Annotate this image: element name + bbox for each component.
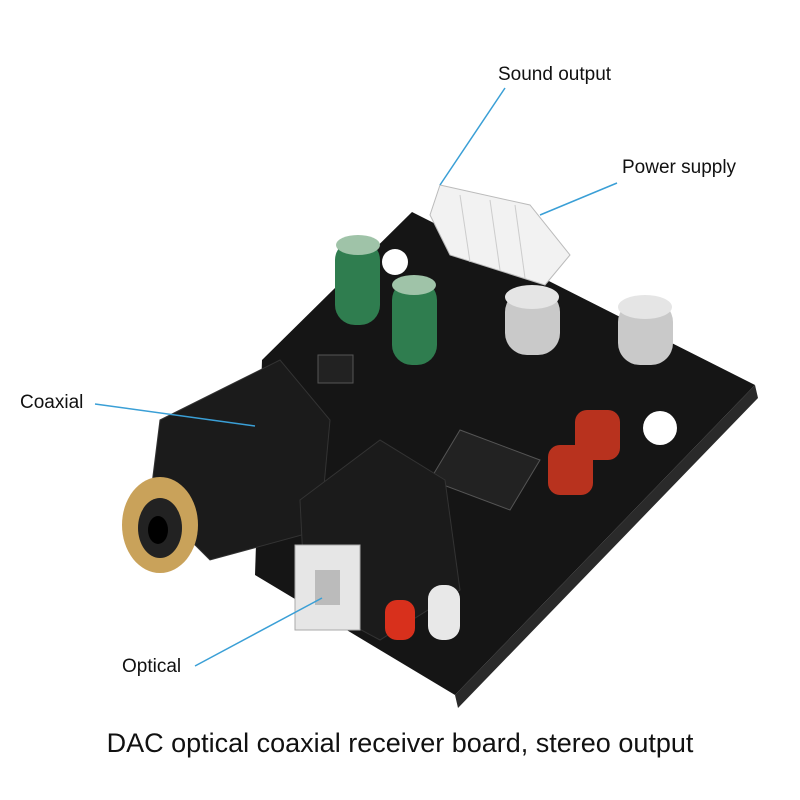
dac-chip: [429, 429, 541, 511]
label-optical: Optical: [122, 656, 182, 677]
optical-jack: [294, 439, 461, 641]
mount-hole: [643, 411, 677, 445]
led: [385, 585, 460, 640]
label-sound-output: Sound output: [498, 64, 612, 85]
label-coaxial: Coaxial: [20, 392, 84, 413]
leader-line-power-supply: [539, 182, 618, 216]
electrolytic-capacitors-green: [335, 235, 437, 365]
label-power-supply: Power supply: [622, 157, 737, 178]
electrolytic-capacitors-silver: [505, 285, 673, 365]
leader-line-coaxial: [94, 403, 256, 427]
power-sound-connector: [429, 184, 571, 286]
caption: DAC optical coaxial receiver board, ster…: [106, 728, 694, 758]
mount-hole: [382, 249, 408, 275]
leader-line-optical: [194, 597, 323, 667]
pcb-edge: [455, 385, 758, 708]
small-chip: [317, 354, 354, 384]
leader-line-sound-output: [439, 87, 506, 186]
film-capacitors: [548, 410, 620, 495]
